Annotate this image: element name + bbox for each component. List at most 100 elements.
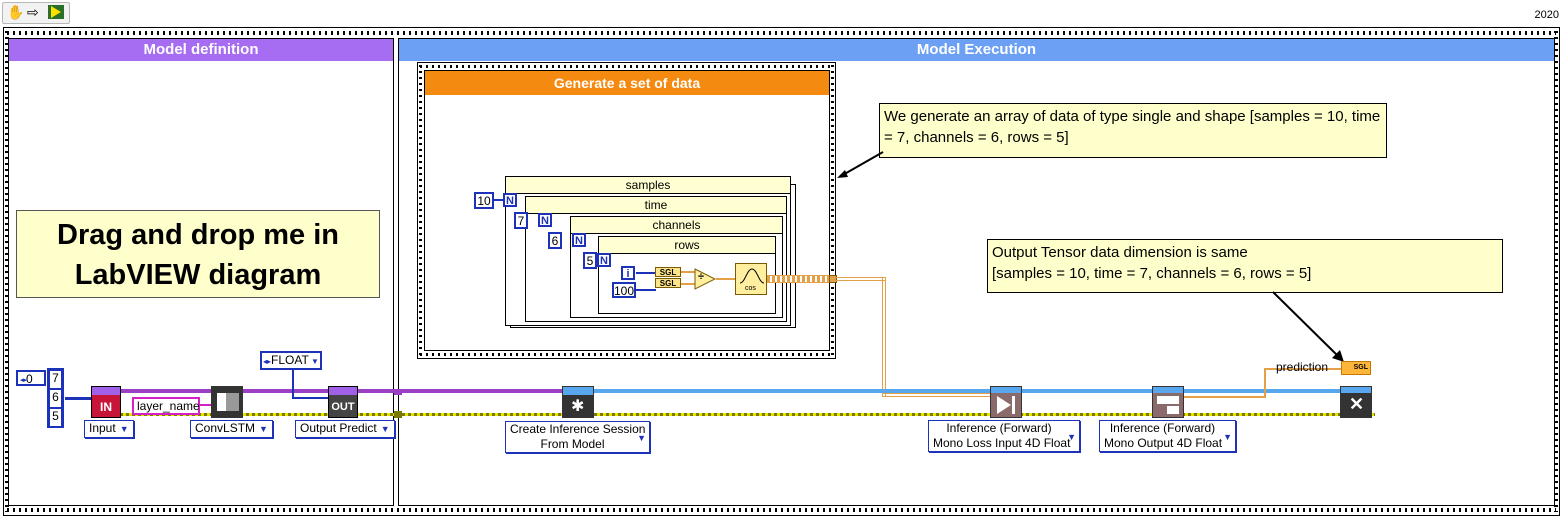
prediction-indicator-label: SGL xyxy=(1353,364,1368,371)
output-predict-selector[interactable]: Output Predict▼ xyxy=(295,420,395,438)
inference-loss-line2: Mono Loss Input 4D Float xyxy=(933,436,1071,450)
out-node-top xyxy=(329,387,357,395)
run-arrow-icon[interactable] xyxy=(48,5,64,19)
array-value-0: 7 xyxy=(50,371,61,388)
input-selector[interactable]: Input▼ xyxy=(84,420,134,438)
n-terminal-channels: N xyxy=(572,233,586,247)
count-channels[interactable]: 6 xyxy=(548,232,562,249)
array-index-value: 0 xyxy=(26,372,33,386)
note-output[interactable]: Output Tensor data dimension is same [sa… xyxy=(987,239,1503,293)
output-predict-selector-label: Output Predict xyxy=(300,421,377,435)
film-strip-bottom xyxy=(420,353,833,356)
prediction-indicator[interactable]: SGL xyxy=(1341,361,1371,375)
cos-label: cos xyxy=(745,285,756,292)
film-strip-left xyxy=(5,31,9,512)
wire-div xyxy=(716,278,736,280)
float-constant[interactable]: ◂▸FLOAT ▼ xyxy=(260,351,322,370)
close-session-icon[interactable]: ✕ xyxy=(1340,386,1372,418)
film-strip-bottom xyxy=(7,508,1556,512)
wire-float xyxy=(292,368,294,398)
chevron-down-icon: ▼ xyxy=(380,424,390,434)
loop-time-label: time xyxy=(525,196,787,214)
note-arrow-down xyxy=(1272,291,1344,362)
out-node[interactable]: OUT xyxy=(328,386,358,418)
film-strip-left xyxy=(419,65,422,356)
sgl-convert-1[interactable]: SGL xyxy=(655,267,681,277)
model-execution-header: Model Execution xyxy=(399,39,1554,61)
divide-node[interactable]: ÷ xyxy=(694,268,717,290)
array-constant[interactable]: 7 6 5 xyxy=(47,368,64,428)
wire-orange-h2 xyxy=(882,393,990,397)
note-data-shape[interactable]: We generate an array of data of type sin… xyxy=(879,103,1387,158)
wire-count-samples xyxy=(494,199,504,201)
create-session-icon[interactable]: ✱ xyxy=(562,386,594,418)
cos-curve-icon xyxy=(739,268,765,284)
chevron-down-icon: ▼ xyxy=(119,424,129,434)
wire-input-array xyxy=(65,397,95,400)
array-value-2: 5 xyxy=(50,409,61,426)
forward-arrow-icon[interactable]: ⇨ xyxy=(27,4,39,20)
film-strip-top xyxy=(420,65,833,68)
model-definition-header: Model definition xyxy=(9,39,393,61)
tunnel-error xyxy=(394,411,402,418)
toolbar: ✋ ⇨ xyxy=(2,2,70,24)
convlstm-icon[interactable] xyxy=(211,386,243,418)
tunnel-purple xyxy=(394,389,402,395)
film-strip-right xyxy=(1554,31,1558,512)
out-label: OUT xyxy=(331,401,355,413)
prediction-label: prediction xyxy=(1276,360,1329,374)
film-strip-top xyxy=(7,31,1556,35)
create-session-selector[interactable]: Create Inference Session From Model ▼ xyxy=(505,421,650,453)
sgl-convert-2[interactable]: SGL xyxy=(655,278,681,288)
wire-prediction-v xyxy=(1264,368,1266,398)
n-terminal-time: N xyxy=(538,213,552,227)
wire-session xyxy=(594,389,1340,393)
wire-sgl-1 xyxy=(681,271,695,273)
array-index[interactable]: ◂▸ 0 xyxy=(16,370,46,386)
wire-prediction-h2 xyxy=(1264,368,1342,370)
cos-node[interactable]: cos xyxy=(735,263,767,295)
inference-output-line1: Inference (Forward) xyxy=(1109,421,1216,435)
layer-name-constant[interactable]: layer_name xyxy=(132,397,200,415)
drag-note[interactable]: Drag and drop me in LabVIEW diagram xyxy=(16,210,380,298)
wire-error-cluster xyxy=(120,413,1375,416)
wire-purple-exec xyxy=(402,389,562,393)
const-100[interactable]: 100 xyxy=(612,282,636,298)
hand-tool-icon[interactable]: ✋ xyxy=(7,4,25,20)
note-output-line1: Output Tensor data dimension is same xyxy=(992,244,1248,261)
chevron-down-icon: ▼ xyxy=(1223,432,1232,442)
array-value-1: 6 xyxy=(50,390,61,407)
in-label: IN xyxy=(100,400,112,414)
count-time[interactable]: 7 xyxy=(514,212,528,229)
count-rows[interactable]: 5 xyxy=(583,252,597,269)
inference-loss-selector[interactable]: Inference (Forward) Mono Loss Input 4D F… xyxy=(928,420,1080,452)
input-selector-label: Input xyxy=(89,421,116,435)
inference-loss-icon[interactable] xyxy=(990,386,1022,418)
wire-i xyxy=(636,272,656,274)
create-session-line2: From Model xyxy=(540,437,605,451)
count-samples[interactable]: 10 xyxy=(474,192,494,209)
film-strip-right xyxy=(831,65,834,356)
loop-samples-label: samples xyxy=(505,176,791,194)
inference-output-selector[interactable]: Inference (Forward) Mono Output 4D Float… xyxy=(1099,420,1236,452)
convlstm-selector[interactable]: ConvLSTM▼ xyxy=(190,420,273,438)
loop-rows-label: rows xyxy=(598,236,776,254)
generate-inner: Generate a set of data xyxy=(424,70,830,351)
wire-float-h xyxy=(292,397,332,399)
in-node-top xyxy=(92,387,120,395)
inference-output-icon[interactable] xyxy=(1152,386,1184,418)
version-label: 2020 xyxy=(1534,9,1559,21)
chevron-down-icon: ▼ xyxy=(637,433,646,443)
wire-layer-name xyxy=(200,404,212,406)
wire-sgl-2 xyxy=(681,283,695,285)
loop-rows: rows xyxy=(598,236,776,314)
note-arrow-left xyxy=(837,151,884,178)
in-node[interactable]: IN xyxy=(91,386,121,418)
i-terminal: i xyxy=(621,266,635,280)
generate-header: Generate a set of data xyxy=(425,71,829,95)
wire-model-purple xyxy=(120,389,450,393)
wire-orange-h1 xyxy=(836,277,886,281)
chevron-down-icon: ▼ xyxy=(259,424,268,434)
chevron-down-icon: ▼ xyxy=(1067,432,1076,442)
tunnel-array xyxy=(829,275,837,283)
